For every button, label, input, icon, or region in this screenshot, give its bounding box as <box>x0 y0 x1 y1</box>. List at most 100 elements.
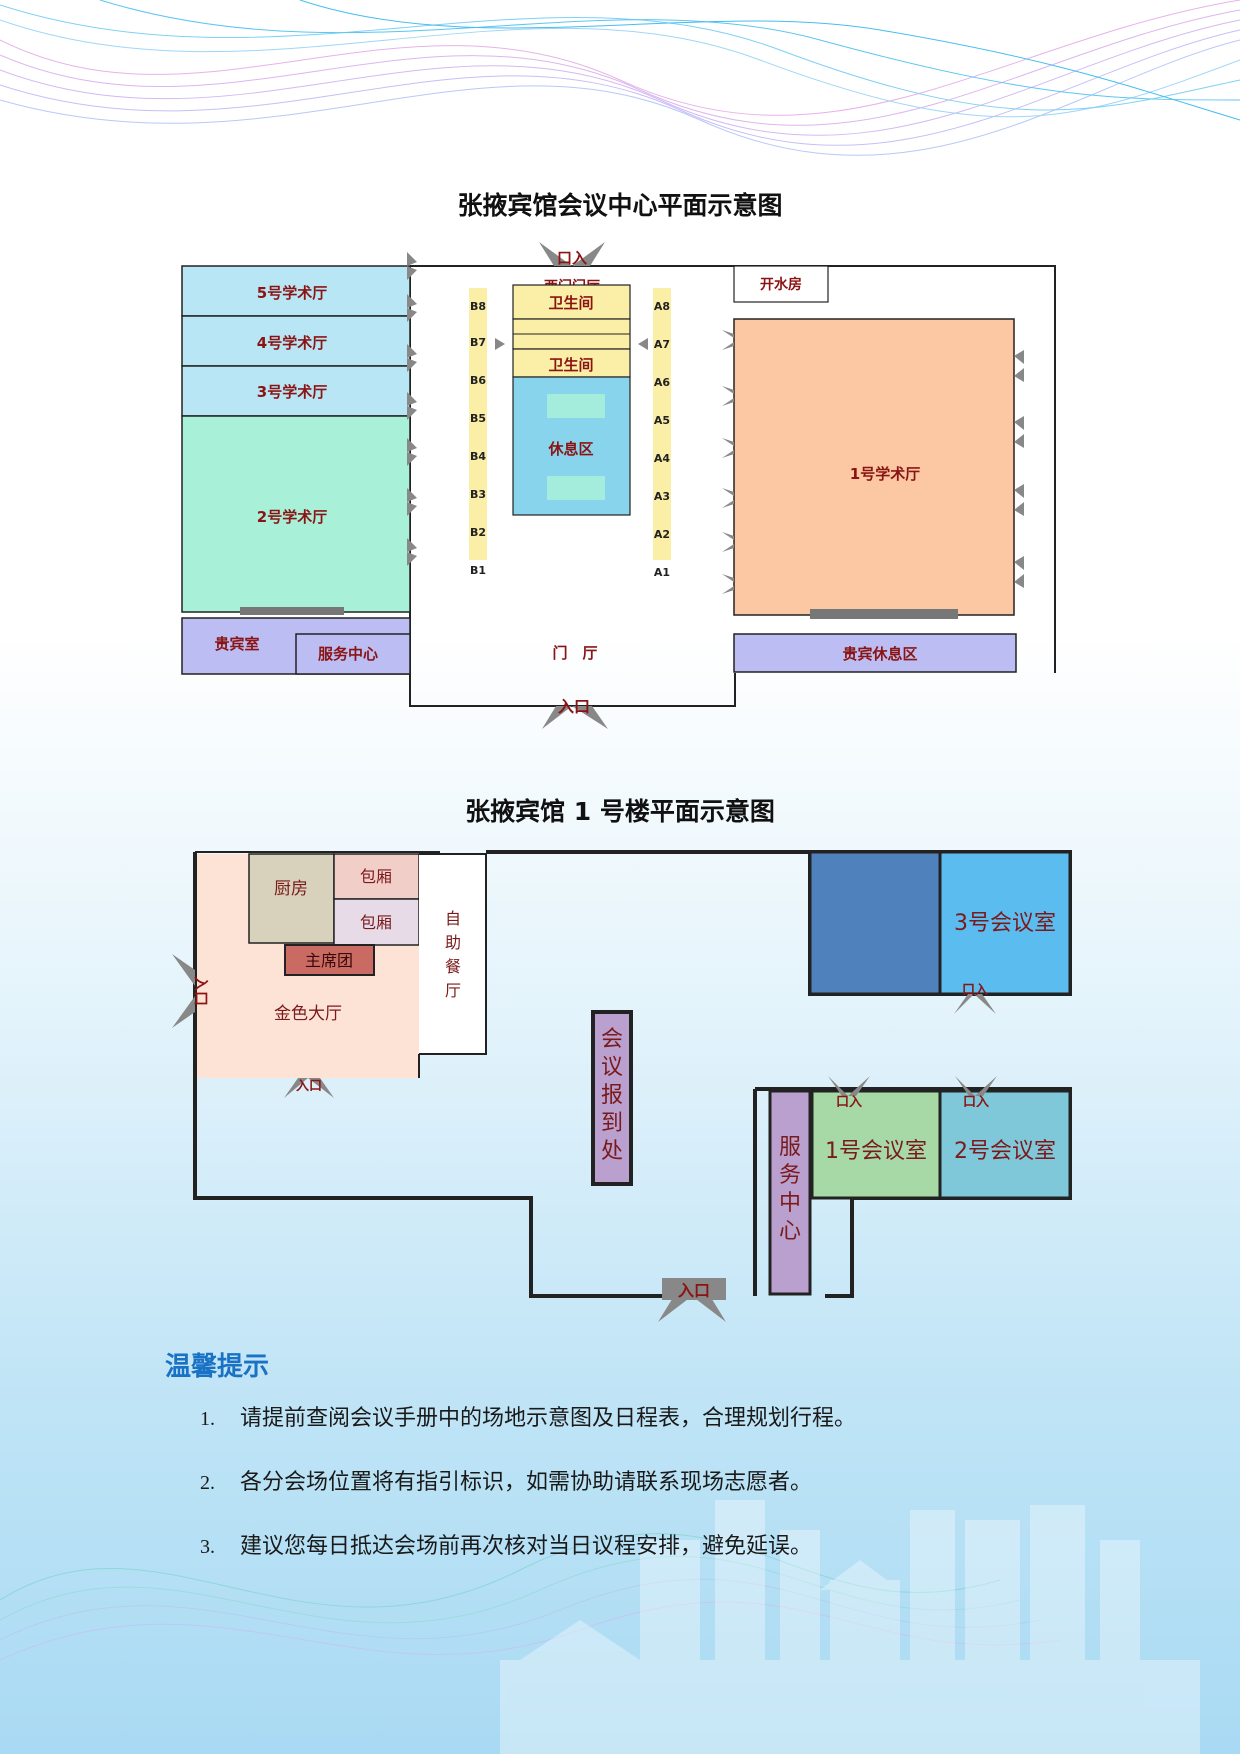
booth-column-a: A8 A7 A6 A5 A4 A3 A2 A1 <box>653 288 671 579</box>
tip-item: 3. 建议您每日抵达会场前再次核对当日议程安排，避免延误。 <box>200 1532 856 1596</box>
hall1-label: 1号学术厅 <box>850 465 920 483</box>
meeting-room-3-label: 3号会议室 <box>954 911 1056 936</box>
head-table[interactable] <box>284 944 375 976</box>
booth-b1: B1 <box>470 564 486 577</box>
meeting-room-1-door[interactable]: 口入 <box>828 1076 870 1110</box>
service-center-desk[interactable] <box>768 1089 812 1296</box>
lobby-label: 门 厅 <box>552 644 597 662</box>
service-center-label: 服务中心 <box>318 645 378 663</box>
booth-a4: A4 <box>654 452 671 465</box>
hall2-room[interactable] <box>181 415 411 613</box>
tip-text: 建议您每日抵达会场前再次核对当日议程安排，避免延误。 <box>240 1534 813 1559</box>
buffet-char-4: 厅 <box>445 981 461 1000</box>
booth-a2: A2 <box>654 528 670 541</box>
head-table-label: 主席团 <box>305 951 353 970</box>
meeting-room-2-label: 2号会议室 <box>954 1139 1056 1164</box>
golden-hall-label: 金色大厅 <box>274 1004 342 1024</box>
meeting-room-2[interactable] <box>938 1089 1072 1200</box>
buffet-char-1: 自 <box>445 909 461 928</box>
golden-hall-entrance-label: 入口 <box>296 1079 322 1094</box>
buffet-char-2: 助 <box>445 933 461 952</box>
hall1-room[interactable] <box>733 318 1015 616</box>
water-room-label: 开水房 <box>760 276 802 293</box>
meeting-room-1[interactable] <box>810 1089 942 1200</box>
private-room-1[interactable] <box>333 853 420 900</box>
service-char-4: 心 <box>779 1219 801 1244</box>
west-entrance[interactable]: 入口 <box>172 954 210 1028</box>
plan1-title: 张掖宾馆会议中心平面示意图 <box>457 191 783 220</box>
decorative-waves-top <box>0 0 1240 156</box>
vip-room-label: 贵宾室 <box>214 635 259 653</box>
private-room-2-label: 包厢 <box>360 913 392 932</box>
service-char-2: 务 <box>779 1163 801 1188</box>
tip-text: 各分会场位置将有指引标识，如需协助请联系现场志愿者。 <box>240 1470 813 1495</box>
main-entrance-label: 入口 <box>558 697 590 716</box>
meeting-room-3-door[interactable]: 口入 <box>954 983 996 1014</box>
booth-a1: A1 <box>654 566 670 579</box>
hall5-label: 5号学术厅 <box>257 284 327 302</box>
booth-b5: B5 <box>470 412 486 425</box>
meeting-room-3-door-label: 口入 <box>962 983 988 998</box>
booth-a6: A6 <box>654 376 671 389</box>
meeting-room-2-door-label: 口入 <box>963 1095 989 1110</box>
booth-a8: A8 <box>654 300 670 313</box>
registration-char-5: 处 <box>601 1139 623 1164</box>
booth-b6: B6 <box>470 374 486 387</box>
meeting-room-3[interactable] <box>938 850 1072 996</box>
restroom-bottom-label: 卫生间 <box>548 356 593 374</box>
tip-number: 2. <box>200 1472 215 1494</box>
conference-center-floor-plan: 5号学术厅 4号学术厅 3号学术厅 2号学术厅 贵宾室 服务中心 开水房 西门门… <box>181 242 1056 729</box>
building1-floor-plan: 厨房 包厢 包厢 主席团 金色大厅 自 助 餐 厅 入口 入口 会 议 报 到 … <box>172 850 1072 1322</box>
tips-heading: 温馨提示 <box>165 1352 270 1382</box>
buffet-char-3: 餐 <box>445 957 461 976</box>
registration-char-1: 会 <box>601 1027 623 1052</box>
hall-doors-right <box>722 330 1024 594</box>
north-entrance[interactable]: 口入 <box>539 242 605 267</box>
tip-text: 请提前查阅会议手册中的场地示意图及日程表，合理规划行程。 <box>240 1406 857 1431</box>
decorative-skyline-bottom <box>0 1500 1200 1754</box>
west-entrance-label: 入口 <box>192 976 210 1006</box>
rest-area-label: 休息区 <box>547 440 593 458</box>
north-entrance-label: 口入 <box>557 249 587 267</box>
hall4-room[interactable] <box>181 315 411 367</box>
registration-desk[interactable] <box>591 1010 633 1186</box>
booth-b4: B4 <box>470 450 486 463</box>
kitchen-label: 厨房 <box>274 879 308 899</box>
restroom-bottom[interactable] <box>512 348 631 378</box>
main-entrance[interactable]: 入口 <box>542 697 608 729</box>
tip-item: 2. 各分会场位置将有指引标识，如需协助请联系现场志愿者。 <box>200 1468 856 1532</box>
booth-a3: A3 <box>654 490 670 503</box>
service-center-label-group: 服 务 中 心 <box>779 1135 801 1244</box>
registration-char-3: 报 <box>601 1083 623 1108</box>
booth-b8: B8 <box>470 300 486 313</box>
tip-number: 3. <box>200 1536 215 1558</box>
booth-a5: A5 <box>654 414 670 427</box>
service-char-1: 服 <box>779 1135 801 1160</box>
restroom-top[interactable] <box>512 284 631 320</box>
private-room-2[interactable] <box>333 898 420 946</box>
plan2-title: 张掖宾馆 1 号楼平面示意图 <box>465 797 775 826</box>
private-room-1-label: 包厢 <box>360 867 392 886</box>
booth-b3: B3 <box>470 488 486 501</box>
hall5-room[interactable] <box>181 265 411 317</box>
registration-char-2: 议 <box>601 1055 623 1080</box>
registration-char-4: 到 <box>601 1111 623 1136</box>
meeting-room-1-door-label: 口入 <box>836 1095 862 1110</box>
hall4-label: 4号学术厅 <box>257 334 327 352</box>
service-char-3: 中 <box>779 1191 801 1216</box>
building1-main-entrance-label: 入口 <box>678 1281 710 1300</box>
booth-b7: B7 <box>470 336 486 349</box>
vip-lounge-label: 贵宾休息区 <box>842 645 917 663</box>
service-center-room[interactable] <box>295 633 411 675</box>
booth-b2: B2 <box>470 526 486 539</box>
meeting-room-1-label: 1号会议室 <box>825 1139 927 1164</box>
tips-list: 1.请提前查阅会议手册中的场地示意图及日程表，合理规划行程。 2.各分会场位置将… <box>200 1404 856 1596</box>
building1-main-entrance[interactable]: 入口 <box>658 1278 726 1322</box>
registration-label-group: 会 议 报 到 处 <box>601 1027 623 1164</box>
golden-hall-entrance[interactable]: 入口 <box>284 1078 334 1098</box>
water-room[interactable] <box>733 265 829 303</box>
booth-a7: A7 <box>654 338 670 351</box>
meeting-room-2-door[interactable]: 口入 <box>955 1076 997 1110</box>
vip-lounge[interactable] <box>733 633 1017 673</box>
restroom-top-label: 卫生间 <box>548 294 593 312</box>
